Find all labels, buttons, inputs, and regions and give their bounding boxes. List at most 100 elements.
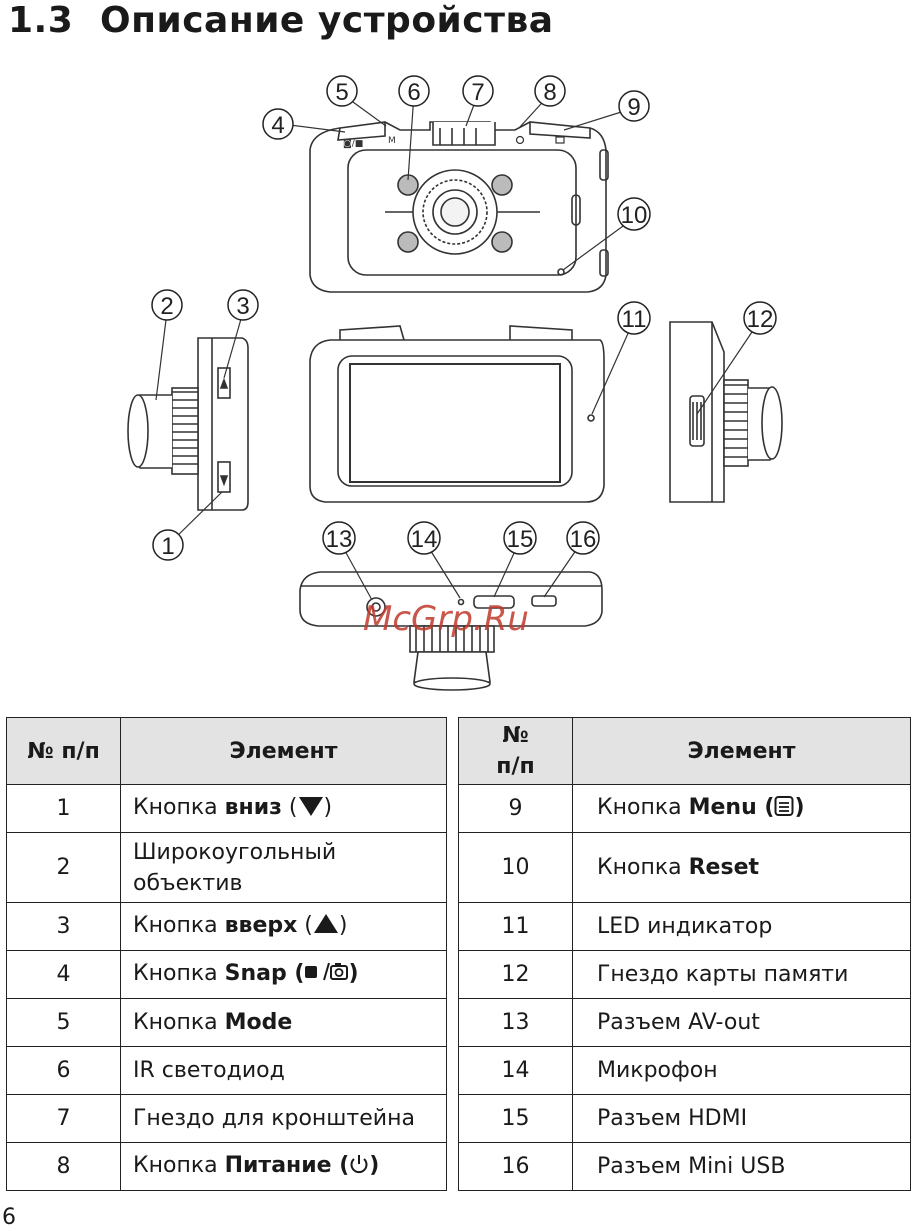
table-row: 15 Разъем HDMI: [458, 1094, 911, 1143]
callout-10: 10: [617, 197, 651, 231]
table-row: 14 Микрофон: [458, 1046, 911, 1095]
table-row: 3 Кнопка вверх (): [6, 902, 447, 951]
menu-mark-icon: [555, 136, 565, 144]
section-title: Описание устройства: [100, 0, 554, 41]
row-element: Разъем HDMI: [572, 1094, 911, 1143]
table-row: 6 IR светодиод: [6, 1046, 447, 1095]
header-number: № п/п: [458, 717, 573, 785]
bottom-view: [299, 571, 603, 691]
svg-text:1: 1: [161, 533, 174, 560]
row-element: Кнопка Snap (): [120, 950, 447, 999]
callout-5: 5: [326, 75, 358, 107]
watermark: McGrp.Ru: [363, 599, 529, 639]
svg-text:9: 9: [627, 94, 640, 121]
table-row: 8 Кнопка Питание (): [6, 1142, 447, 1191]
row-number: 16: [458, 1142, 573, 1191]
svg-text:13: 13: [326, 526, 353, 553]
front-view: ◙/■ M: [309, 121, 609, 293]
callout-14: 14: [407, 521, 441, 555]
row-number: 4: [6, 950, 121, 999]
callout-8: 8: [534, 75, 566, 107]
callout-1: 1: [152, 529, 184, 561]
header-number: № п/п: [6, 717, 121, 785]
row-number: 2: [6, 832, 121, 903]
section-heading: 1.3 Описание устройства: [8, 0, 554, 41]
header-element: Элемент: [572, 717, 911, 785]
back-view: [309, 325, 605, 503]
row-number: 1: [6, 784, 121, 833]
table-row: 16 Разъем Mini USB: [458, 1142, 911, 1191]
row-element: Гнездо карты памяти: [572, 950, 911, 999]
svg-text:12: 12: [747, 306, 774, 333]
table-row: 11 LED индикатор: [458, 902, 911, 951]
row-element: Кнопка вверх (): [120, 902, 447, 951]
table-header: № п/п Элемент: [458, 717, 911, 785]
callout-7: 7: [462, 75, 494, 107]
svg-text:2: 2: [160, 293, 173, 320]
header-element: Элемент: [120, 717, 447, 785]
row-element: Микрофон: [572, 1046, 911, 1095]
left-side-view: [127, 337, 249, 511]
row-number: 7: [6, 1094, 121, 1143]
callout-11: 11: [617, 301, 651, 335]
row-number: 3: [6, 902, 121, 951]
page-number: 6: [2, 1205, 16, 1230]
callout-16: 16: [566, 521, 600, 555]
row-element: IR светодиод: [120, 1046, 447, 1095]
table-row: 2 Широкоугольный объектив: [6, 832, 447, 903]
row-number: 8: [6, 1142, 121, 1191]
table-row: 12 Гнездо карты памяти: [458, 950, 911, 999]
svg-text:3: 3: [236, 293, 249, 320]
table-row: 4 Кнопка Snap (): [6, 950, 447, 999]
callout-9: 9: [618, 90, 650, 122]
svg-text:16: 16: [570, 526, 597, 553]
table-row: 9 Кнопка Menu (): [458, 784, 911, 833]
callout-4: 4: [262, 108, 294, 140]
callout-13: 13: [322, 521, 356, 555]
row-element: Кнопка Питание (): [120, 1142, 447, 1191]
row-element: Кнопка Reset: [572, 832, 911, 903]
row-number: 5: [6, 998, 121, 1047]
row-number: 9: [458, 784, 573, 833]
row-number: 13: [458, 998, 573, 1047]
row-number: 10: [458, 832, 573, 903]
device-diagram: ◙/■ M: [127, 75, 783, 691]
row-number: 14: [458, 1046, 573, 1095]
svg-text:15: 15: [507, 526, 534, 553]
callout-6: 6: [398, 75, 430, 107]
svg-text:7: 7: [471, 79, 484, 106]
table-row: 1 Кнопка вниз (): [6, 784, 447, 833]
svg-text:6: 6: [407, 79, 420, 106]
section-number: 1.3: [8, 0, 74, 41]
callout-2: 2: [151, 289, 183, 321]
callout-3: 3: [227, 289, 259, 321]
callout-15: 15: [503, 521, 537, 555]
table-row: 10 Кнопка Reset: [458, 832, 911, 903]
triangle-up-icon: [313, 913, 339, 944]
row-number: 12: [458, 950, 573, 999]
right-side-view: [669, 321, 783, 503]
snap-mark-label: ◙/■: [343, 139, 363, 149]
row-element: Разъем Mini USB: [572, 1142, 911, 1191]
row-number: 11: [458, 902, 573, 951]
row-element: LED индикатор: [572, 902, 911, 951]
row-number: 6: [6, 1046, 121, 1095]
table-row: 13 Разъем AV-out: [458, 998, 911, 1047]
triangle-down-icon: [298, 795, 324, 826]
svg-text:10: 10: [621, 202, 648, 229]
row-element: Кнопка Menu (): [572, 784, 911, 833]
svg-text:8: 8: [543, 79, 556, 106]
elements-table-left: № п/п Элемент 1 Кнопка вниз () 2 Широкоу…: [6, 717, 447, 1191]
elements-table-right: № п/п Элемент 9 Кнопка Menu () 10 Кнопка…: [458, 717, 911, 1191]
mode-mark-label: M: [388, 136, 396, 146]
row-element: Кнопка вниз (): [120, 784, 447, 833]
table-row: 5 Кнопка Mode: [6, 998, 447, 1047]
table-row: 7 Гнездо для кронштейна: [6, 1094, 447, 1143]
row-element: Разъем AV-out: [572, 998, 911, 1047]
row-element: Кнопка Mode: [120, 998, 447, 1047]
menu-icon: [774, 795, 794, 826]
svg-text:4: 4: [271, 112, 284, 139]
power-icon: [349, 1153, 369, 1184]
record-camera-icon: [304, 961, 349, 992]
row-number: 15: [458, 1094, 573, 1143]
